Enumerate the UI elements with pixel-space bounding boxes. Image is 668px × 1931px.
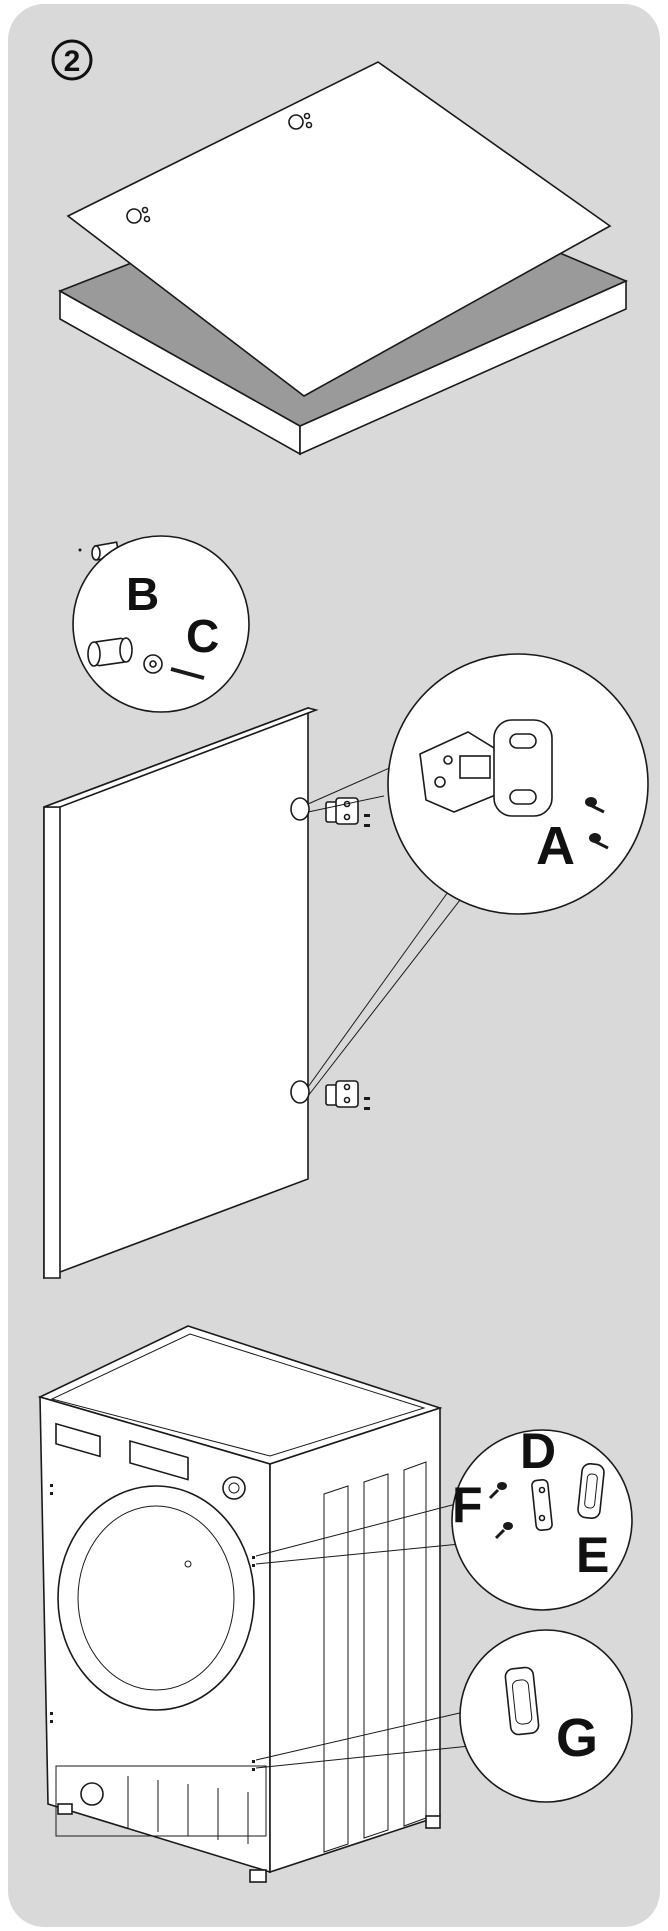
assembly-diagram: 2 <box>37 39 649 1883</box>
label-C: C <box>186 610 219 662</box>
door-panel-assembly: B C A <box>43 535 649 1280</box>
label-A: A <box>536 816 575 876</box>
porthole-door <box>57 1485 255 1711</box>
top-board-assembly <box>58 61 629 456</box>
hinge-hole <box>290 797 310 821</box>
washing-machine-assembly: D F E G <box>37 1325 633 1883</box>
magnet-detail-callout: D F E <box>451 1423 633 1611</box>
label-B: B <box>126 568 159 620</box>
step-badge: 2 <box>51 39 93 81</box>
step-number: 2 <box>64 45 81 78</box>
hinge-detail-callout: A <box>387 653 649 915</box>
handle-detail-callout: B C <box>72 535 250 713</box>
hole-marker <box>126 206 151 224</box>
hinge-small <box>325 1080 370 1110</box>
hinge-small <box>325 797 370 827</box>
program-knob <box>222 1476 246 1500</box>
label-F: F <box>452 1477 483 1533</box>
hole-marker <box>288 112 313 130</box>
label-E: E <box>576 1527 609 1583</box>
hinge-hole <box>290 1080 310 1104</box>
catch-detail-callout: G <box>459 1629 633 1803</box>
label-D: D <box>520 1423 556 1479</box>
label-G: G <box>556 1708 598 1768</box>
template-sheet <box>66 61 612 397</box>
instruction-panel: 2 <box>8 4 660 1927</box>
